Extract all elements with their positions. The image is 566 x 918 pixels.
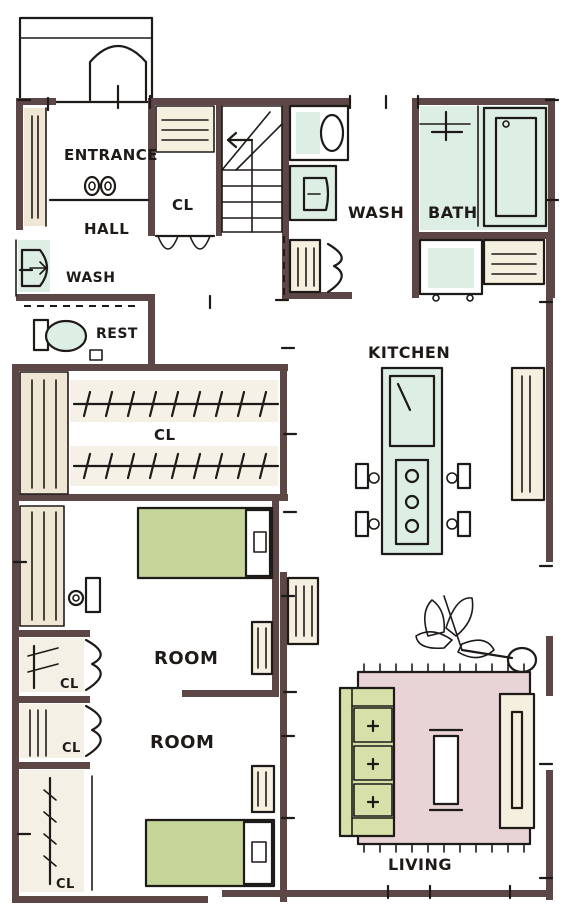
stool-icon <box>446 510 472 538</box>
powder-room <box>15 239 50 297</box>
label-closet-1: CL <box>60 677 79 692</box>
entrance-closet <box>154 105 216 250</box>
kitchen-back-counter <box>418 238 546 302</box>
kitchen-side-shelf <box>510 366 546 502</box>
porch <box>18 16 154 110</box>
plant-icon <box>415 595 538 674</box>
label-room-lower: ROOM <box>150 732 214 753</box>
bathroom <box>419 105 548 230</box>
label-wash-small: WASH <box>66 270 115 286</box>
label-wash: WASH <box>348 203 404 222</box>
wall-ticks <box>12 94 560 900</box>
sofa-icon <box>338 686 396 838</box>
kitchen-island <box>354 366 472 556</box>
lower-room <box>144 764 276 888</box>
room-labels: ENTRANCE HALL CL WASH REST WASH BATH KIT… <box>56 146 478 892</box>
label-rest: REST <box>96 326 138 342</box>
desk-chair-icon <box>67 576 102 614</box>
closet-3 <box>20 770 93 892</box>
bed-icon <box>136 506 274 580</box>
stool-icon <box>446 462 472 490</box>
walk-in-closet <box>19 371 280 495</box>
stair-arrow-icon <box>226 131 254 149</box>
label-closet-2: CL <box>62 741 81 756</box>
living-area <box>338 595 538 853</box>
closet-2 <box>20 704 102 758</box>
label-closet-large: CL <box>154 426 176 444</box>
stool-icon <box>354 462 380 490</box>
label-closet-3: CL <box>56 877 75 892</box>
upper-room <box>19 505 320 676</box>
closet-1 <box>20 638 102 692</box>
label-kitchen: KITCHEN <box>368 343 450 362</box>
label-closet-entrance: CL <box>172 196 194 214</box>
label-hall: HALL <box>84 220 129 238</box>
tv-stand-icon <box>498 692 536 830</box>
label-entrance: ENTRANCE <box>64 146 158 164</box>
label-room-upper: ROOM <box>154 648 218 669</box>
walls <box>12 98 555 903</box>
stool-icon <box>354 510 380 538</box>
wash-room <box>283 104 350 296</box>
label-bath: BATH <box>428 203 478 222</box>
bed-icon <box>144 818 276 888</box>
staircase <box>221 105 283 233</box>
entrance-area <box>24 107 150 227</box>
label-living: LIVING <box>388 855 452 874</box>
shoes-icon <box>83 175 117 197</box>
toilet-room <box>24 305 140 361</box>
coffee-table-icon <box>428 728 464 812</box>
